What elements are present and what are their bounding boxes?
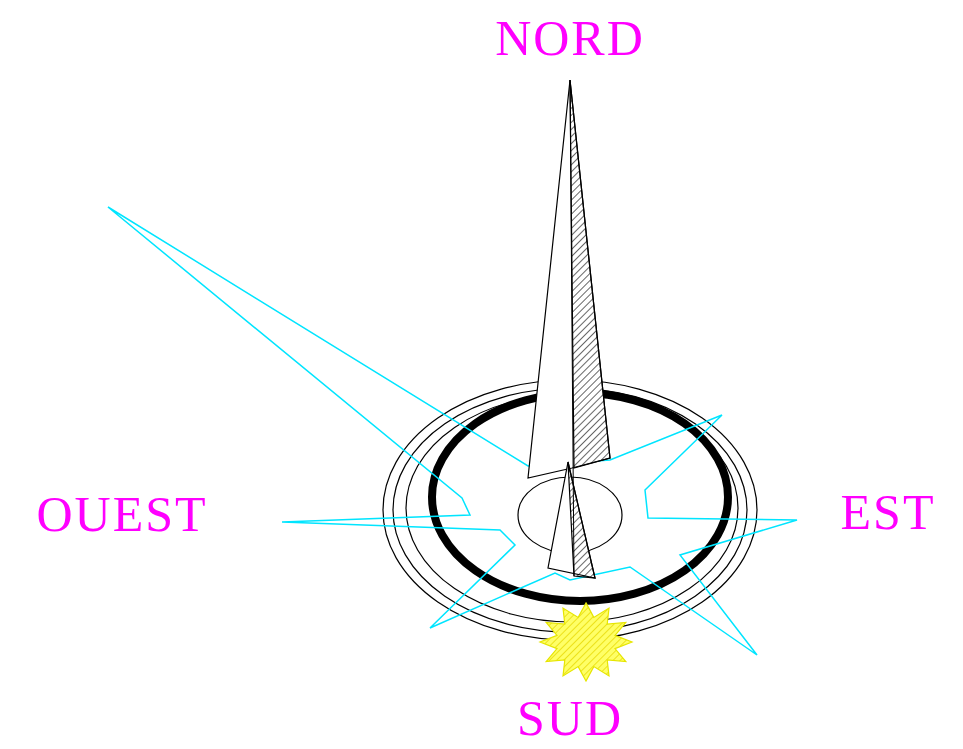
needle-hatch <box>570 80 610 468</box>
north-needle <box>528 80 610 478</box>
wind-star <box>108 207 797 655</box>
south-needle <box>548 462 595 578</box>
needle-spine <box>570 80 574 576</box>
direction-label: SUD <box>517 693 623 743</box>
direction-label: EST <box>841 487 936 537</box>
direction-label: NORD <box>495 13 645 63</box>
needle-hatch <box>568 462 595 578</box>
sun-symbol <box>540 603 632 681</box>
sun-star <box>540 603 632 681</box>
direction-label: OUEST <box>36 489 207 539</box>
